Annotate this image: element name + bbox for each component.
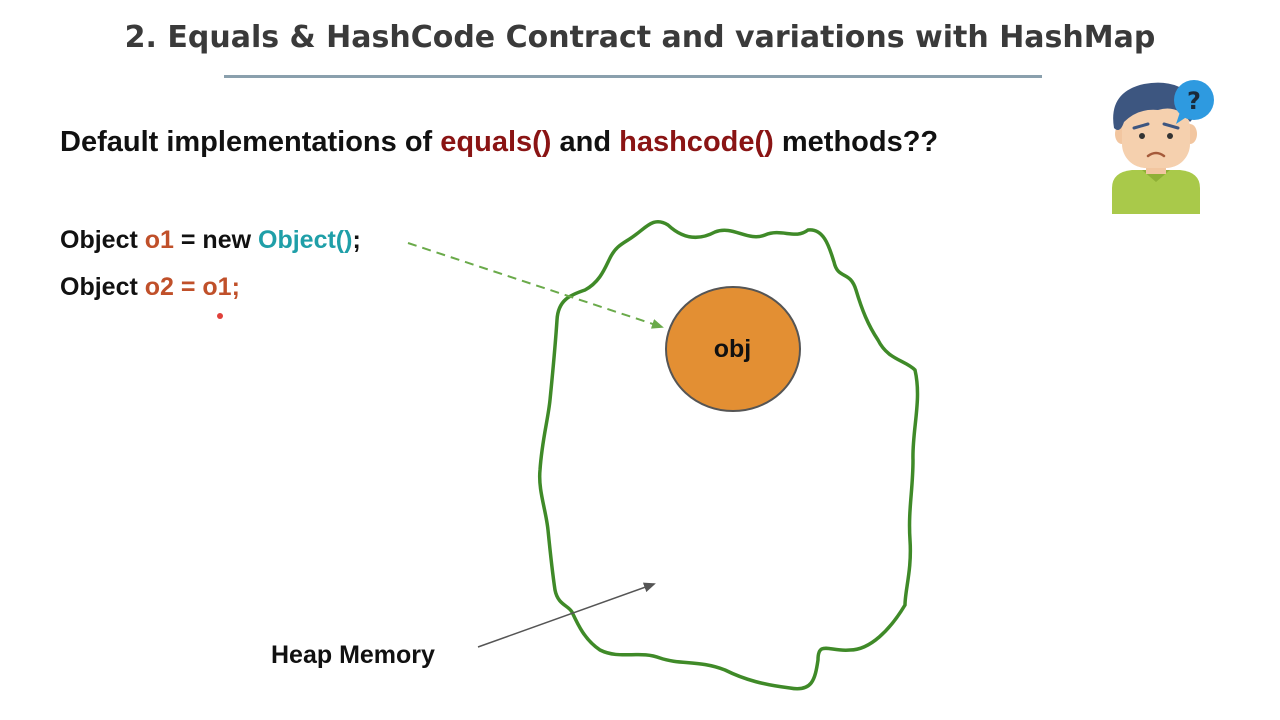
code-ctor: Object() xyxy=(258,226,353,254)
bubble-question-mark: ? xyxy=(1187,87,1201,115)
code-semicolon: ; xyxy=(352,226,361,254)
code-type: Object xyxy=(60,273,145,301)
object-label: obj xyxy=(713,335,752,363)
question-middle: and xyxy=(551,126,620,158)
confused-person-icon: ? xyxy=(1112,80,1214,214)
code-assign-o2: o2 = o1; xyxy=(144,273,240,301)
object-circle xyxy=(665,286,801,412)
slide-title: 2. Equals & HashCode Contract and variat… xyxy=(124,20,1156,55)
title-underline xyxy=(224,75,1042,78)
heap-memory-outline xyxy=(537,219,920,691)
question-heading: Default implementations of equals() and … xyxy=(60,126,938,159)
code-line-o2: Object o2 = o1; xyxy=(60,273,240,302)
hashcode-method-label: hashcode() xyxy=(619,126,774,158)
code-type: Object xyxy=(60,226,145,254)
question-suffix: methods?? xyxy=(773,126,939,158)
heap-memory-label: Heap Memory xyxy=(271,641,435,669)
question-prefix: Default implementations of xyxy=(60,126,441,158)
reference-arrow xyxy=(407,242,664,329)
code-line-o1: Object o1 = new Object(); xyxy=(60,226,361,255)
cursor-dot xyxy=(217,313,223,319)
heap-label-pointer xyxy=(477,582,656,648)
code-new-op: = new xyxy=(173,226,258,254)
equals-method-label: equals() xyxy=(440,126,552,158)
code-var-o1: o1 xyxy=(144,226,174,254)
question-bubble-icon: ? xyxy=(1174,80,1214,124)
